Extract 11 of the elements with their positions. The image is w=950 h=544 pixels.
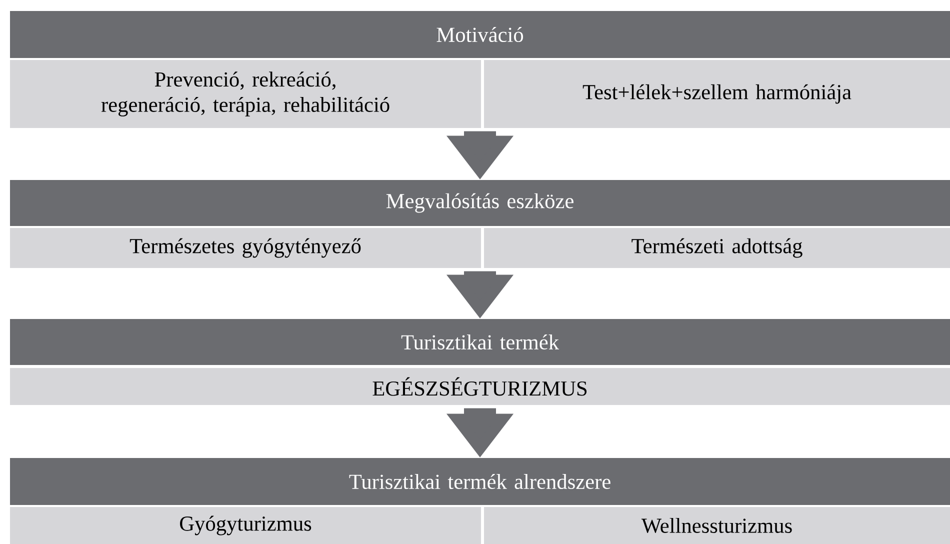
table-cell: Gyógyturizmus: [10, 507, 481, 544]
table-cell: Természetes gyógytényező: [10, 228, 481, 268]
table-cell: Wellnessturizmus: [484, 507, 950, 544]
table-cell: Prevenció, rekreáció, regeneráció, terápia, rehabilitáció: [10, 60, 481, 128]
header-band: Turisztikai termék: [10, 319, 950, 365]
header-band: Turisztikai termék alrendszere: [10, 458, 950, 505]
table-cell: Természeti adottság: [484, 228, 950, 268]
table-cell: Test+lélek+szellem harmóniája: [484, 60, 950, 128]
table-cell: EGÉSZSÉGTURIZMUS: [10, 368, 950, 405]
header-band: Megvalósítás eszköze: [10, 180, 950, 226]
header-band: Motiváció: [10, 11, 950, 58]
